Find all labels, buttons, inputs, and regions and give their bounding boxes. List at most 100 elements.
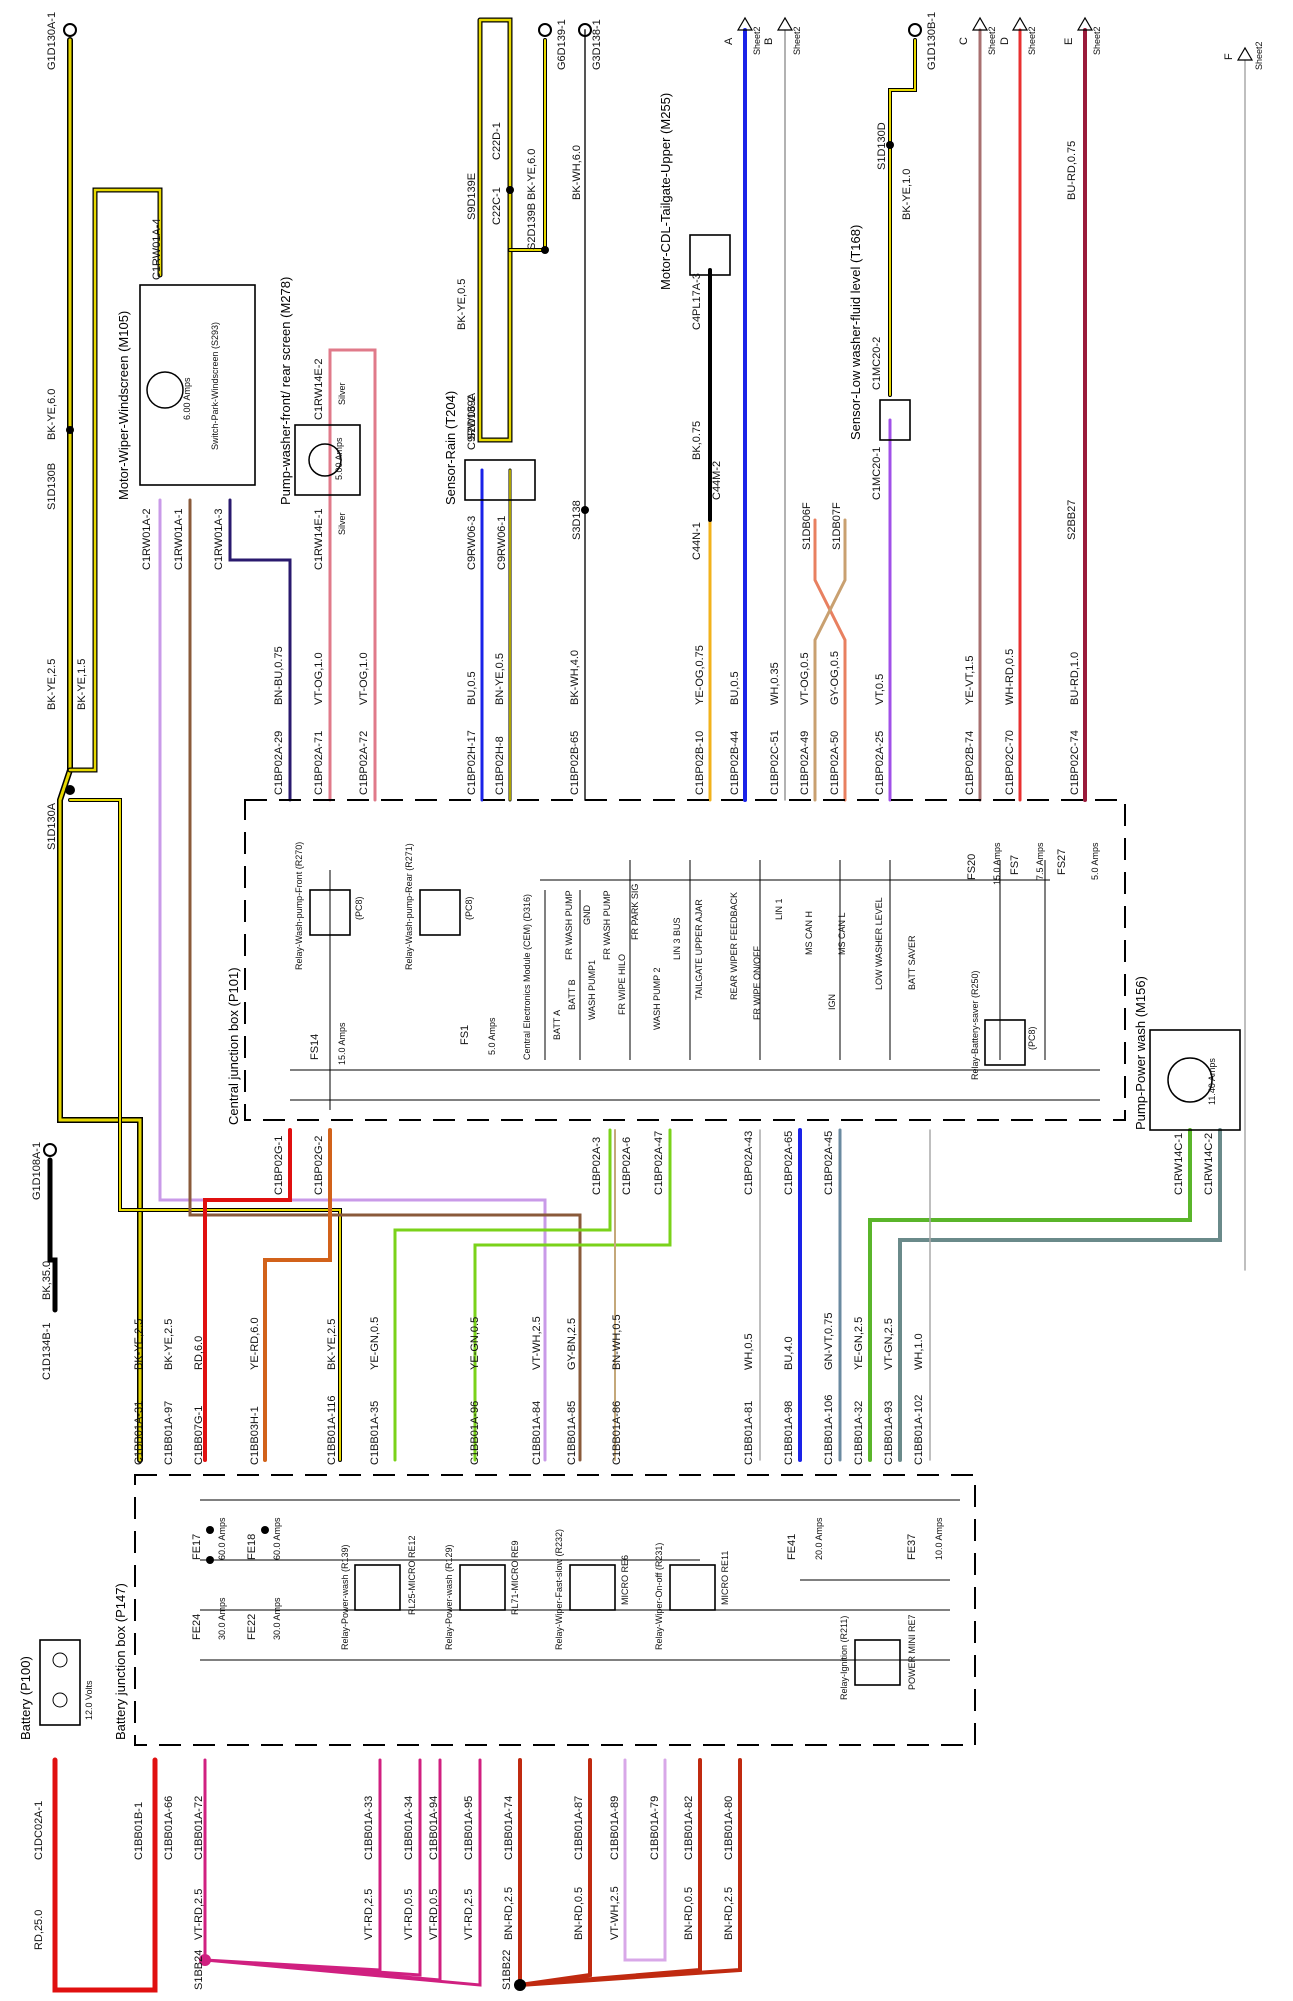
cjb-bottom-conn: C1BP02A-3 xyxy=(591,1137,603,1195)
label-bk-ye-1: BK-YE,1.0 xyxy=(901,169,913,220)
pin-batt-saver: BATT SAVER xyxy=(907,935,917,990)
label-re9: RL71-MICRO RE9 xyxy=(510,1540,520,1615)
bjb-wire: GY-BN,2.5 xyxy=(566,1318,578,1370)
bjb-dashed-box xyxy=(134,1474,976,1746)
label-s2bb27: S2BB27 xyxy=(1066,500,1078,540)
label-c1mc202: C1MC20-2 xyxy=(871,337,883,390)
label-bk-ye-60: BK-YE,6.0 xyxy=(526,149,538,200)
label-c4pl17a3: C4PL17A-3 xyxy=(691,273,703,330)
label-c1rw14e1: C1RW14E-1 xyxy=(313,508,325,570)
bjb-wire: RD,6.0 xyxy=(193,1336,205,1370)
cjb-bottom-conn: C1BP02A-47 xyxy=(653,1131,665,1195)
amp-motor-wiper: 6.00 Amps xyxy=(182,377,192,420)
fuse-fs1: FS1 xyxy=(459,1025,471,1045)
bjb-bottom-wire: BN-RD,0.5 xyxy=(573,1887,585,1940)
label-s1d130a: S1D130A xyxy=(46,802,58,850)
label-c9rw062: C9RW06-2 xyxy=(466,396,478,450)
cjb-wire-label: VT-OG,1.0 xyxy=(358,652,370,705)
label-bk-075: BK,0.75 xyxy=(691,421,703,460)
bjb-conn: C1BB01A-96 xyxy=(469,1401,481,1465)
bjb-bottom-wire: VT-WH,2.5 xyxy=(609,1886,621,1940)
ground-g6d139: G6D139-1 xyxy=(556,19,568,70)
motor-cdl-box xyxy=(689,234,731,276)
bjb-title: Battery junction box (P147) xyxy=(113,1583,128,1740)
label-s1db07f: S1DB07F xyxy=(831,502,843,550)
bjb-bottom-conn: C1BB01A-80 xyxy=(723,1796,735,1860)
cjb-conn-label: C1BP02A-50 xyxy=(829,731,841,795)
outlines xyxy=(39,234,1241,1746)
top-area-labels: S1D130B BK-YE,6.0 S1D130A BK-YE,2.5 BK-Y… xyxy=(46,122,1078,850)
relay-onoff-title: Relay-Wiper-On-off (R231) xyxy=(654,1543,664,1650)
relays xyxy=(309,889,1026,1686)
bjb-conn: C1BB01A-86 xyxy=(611,1401,623,1465)
bjb-top-labels: C1BB01A-31 BK-YE,2.5 C1BB01A-97 BK-YE,2.… xyxy=(133,1313,925,1465)
amp-fe17: 60.0 Amps xyxy=(217,1517,227,1560)
cjb-wire-label: VT-OG,1.0 xyxy=(313,652,325,705)
sheet-ref-c: C xyxy=(958,37,970,45)
bjb-conn: C1BB01A-97 xyxy=(163,1401,175,1465)
battery-title: Battery (P100) xyxy=(18,1656,33,1740)
amp-pump-front: 5.00 Amps xyxy=(334,437,344,480)
cjb-conn-label: C1BP02B-74 xyxy=(964,731,976,795)
pin-fr-wash-2: FR WASH PUMP xyxy=(602,890,612,960)
cjb-wire-label: VT,0.5 xyxy=(874,674,886,705)
battery-cell-top xyxy=(52,1652,68,1668)
fuse-fs7: FS7 xyxy=(1009,855,1021,875)
splices xyxy=(65,141,894,1991)
sheet-label-b: Sheet2 xyxy=(792,26,802,55)
bjb-bottom-conn: C1BB01A-79 xyxy=(649,1796,661,1860)
block-titles: Battery (P100) 12.0 Volts Battery juncti… xyxy=(18,93,1148,1740)
relay-rear-title: Relay-Wash-pump-Rear (R271) xyxy=(404,843,414,970)
label-s9d139e: S9D139E xyxy=(466,173,478,220)
wire-rd-25 xyxy=(52,1757,158,1993)
relay-r232 xyxy=(569,1564,616,1611)
bjb-bottom-wire: VT-RD,2.5 xyxy=(463,1889,475,1940)
bottom-misc-labels: C1D134B-1 BK,35.0 S1BB24 S1BB22 RL25-MIC… xyxy=(41,896,1037,1990)
label-bu-rd-075: BU-RD,0.75 xyxy=(1066,141,1078,200)
bjb-conn: C1BB01A-32 xyxy=(853,1401,865,1465)
relay-fast-title: Relay-Wiper-Fast-slow (R232) xyxy=(554,1529,564,1650)
bjb-wire: WH,0.5 xyxy=(743,1333,755,1370)
wire-gy-bn xyxy=(188,498,582,1462)
label-pc8a: (PC8) xyxy=(354,896,364,920)
ground-g1d108a: G1D108A-1 xyxy=(31,1142,43,1200)
label-c22d1: C22D-1 xyxy=(491,122,503,160)
label-c9rw061: C9RW06-1 xyxy=(496,516,508,570)
bjb-bottom-conn: C1BB01A-82 xyxy=(683,1796,695,1860)
fuse-fe24: FE24 xyxy=(191,1614,203,1640)
fuse-fs20: FS20 xyxy=(966,854,978,880)
wire-rd-6 xyxy=(203,1128,292,1462)
ground-icon xyxy=(63,23,77,37)
pin-wash1: WASH PUMP1 xyxy=(587,960,597,1020)
label-c44m2: C44M-2 xyxy=(711,461,723,500)
wire-pump-gy xyxy=(898,1128,1222,1462)
label-c1rw01a1: C1RW01A-1 xyxy=(173,508,185,570)
fuse-fe37: FE37 xyxy=(906,1534,918,1560)
label-s1d130b: S1D130B xyxy=(46,463,58,510)
relay-r211 xyxy=(854,1639,901,1686)
bjb-bottom-wire: VT-RD,2.5 xyxy=(363,1889,375,1940)
pin-mscan-h: MS CAN H xyxy=(804,911,814,955)
battery-box xyxy=(39,1639,81,1726)
label-c1d134b1: C1D134B-1 xyxy=(41,1323,53,1380)
sensor-rain-box xyxy=(464,459,536,501)
cjb-conn-label: C1BP02C-70 xyxy=(1004,730,1016,795)
bjb-bottom-wire: BN-RD,0.5 xyxy=(683,1887,695,1940)
sheet-labels: A Sheet2 B Sheet2 C Sheet2 D Sheet2 E Sh… xyxy=(723,26,1264,70)
bjb-bottom-conn: C1BB01A-87 xyxy=(573,1796,585,1860)
pin-fr-wipe-onoff: FR WIPE ON/OFF xyxy=(752,946,762,1020)
label-c1rw01a3: C1RW01A-3 xyxy=(213,508,225,570)
cjb-dashed-box xyxy=(244,799,1126,1121)
pin-rear-wiper: REAR WIPER FEEDBACK xyxy=(729,892,739,1000)
pump-power-conn: C1RW14C-1 xyxy=(1173,1133,1185,1195)
bjb-bottom-wire: VT-RD,0.5 xyxy=(428,1889,440,1940)
relay-r271 xyxy=(419,889,461,936)
cjb-conn-label: C1BP02A-72 xyxy=(358,731,370,795)
pump-power-box xyxy=(1149,1029,1241,1131)
relay-power-129-title: Relay-Power-wash (R129) xyxy=(444,1544,454,1650)
label-c1rw14e2: C1RW14E-2 xyxy=(313,358,325,420)
amp-fs27: 5.0 Amps xyxy=(1090,842,1100,880)
label-pc8b: (PC8) xyxy=(464,896,474,920)
cjb-wire-label: BU,0.5 xyxy=(466,671,478,705)
